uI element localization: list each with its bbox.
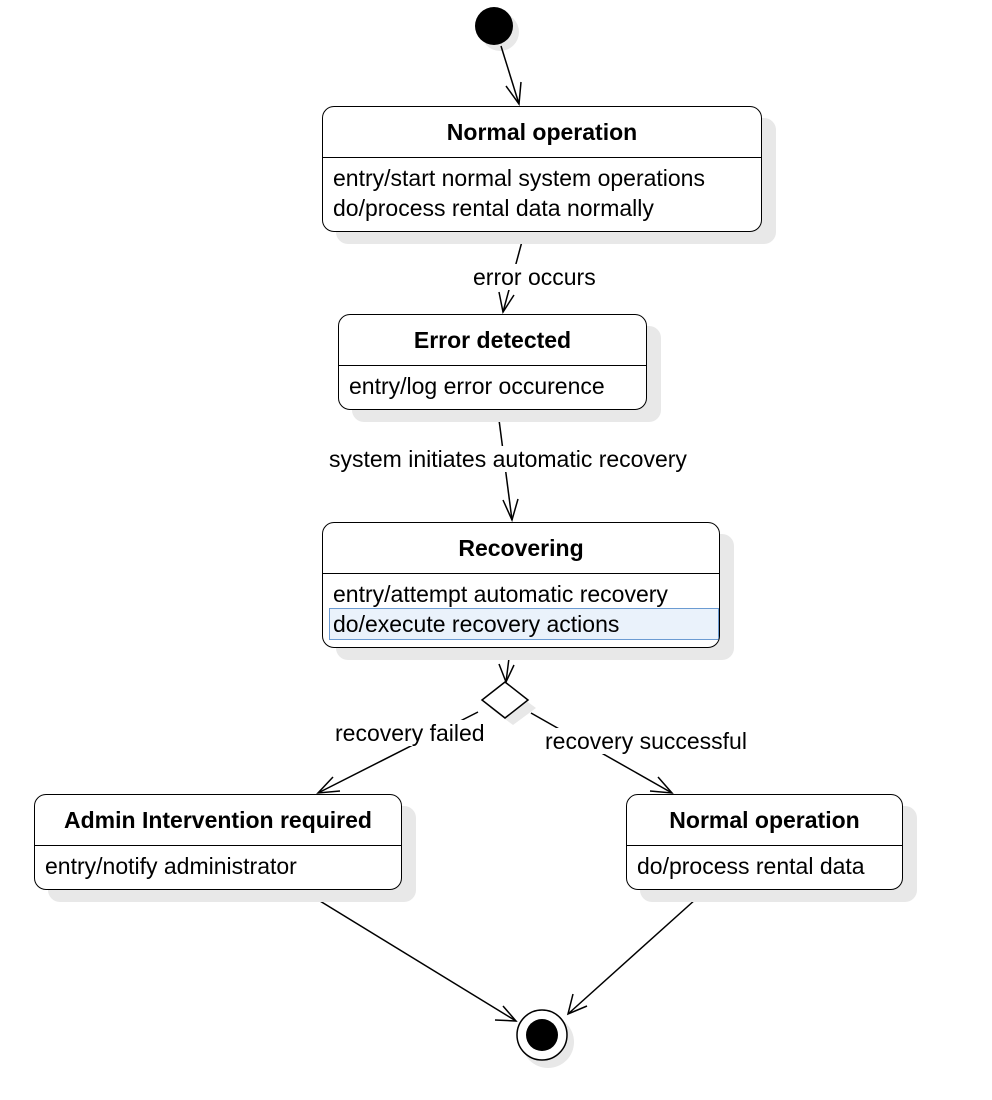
transition-label-recovery-successful[interactable]: recovery successful [545,728,747,754]
state-admin-intervention[interactable]: Admin Intervention required entry/notify… [34,794,402,890]
do-activity: do/process rental data normally [333,195,654,221]
state-title: Normal operation [323,107,761,158]
state-title: Normal operation [627,795,902,846]
transition-label-auto-recovery[interactable]: system initiates automatic recovery [329,446,687,472]
arrowhead [649,776,674,794]
state-title: Recovering [323,523,719,574]
initial-state[interactable] [475,7,513,45]
entry-action: entry/log error occurence [349,373,605,399]
state-normal-operation-2[interactable]: Normal operation do/process rental data [626,794,903,890]
state-title: Error detected [339,315,646,366]
arrowhead [316,776,341,794]
state-error-detected[interactable]: Error detected entry/log error occurence [338,314,647,410]
arrowhead [494,1005,518,1022]
final-state[interactable] [516,1009,568,1061]
decision-node[interactable] [480,681,530,719]
entry-action: entry/start normal system operations [333,165,705,191]
edge-normal2-to-final[interactable] [567,889,707,1015]
transition-label-recovery-failed[interactable]: recovery failed [335,720,485,746]
edge-initial-to-normal[interactable] [500,45,520,105]
state-recovering[interactable]: Recovering entry/attempt automatic recov… [322,522,720,648]
arrowhead [505,81,522,107]
do-activity: do/process rental data [637,853,865,879]
state-title: Admin Intervention required [35,795,401,846]
transition-label-error-occurs[interactable]: error occurs [473,264,596,290]
edge-admin-to-final[interactable] [301,889,517,1022]
entry-action: entry/attempt automatic recovery [333,581,668,607]
do-activity-selected[interactable]: do/execute recovery actions [329,608,719,640]
arrowhead [498,663,515,684]
arrowhead [498,291,515,314]
state-normal-operation[interactable]: Normal operation entry/start normal syst… [322,106,762,232]
entry-action: entry/notify administrator [45,853,297,879]
arrowhead [502,498,519,523]
arrowhead [566,993,588,1016]
